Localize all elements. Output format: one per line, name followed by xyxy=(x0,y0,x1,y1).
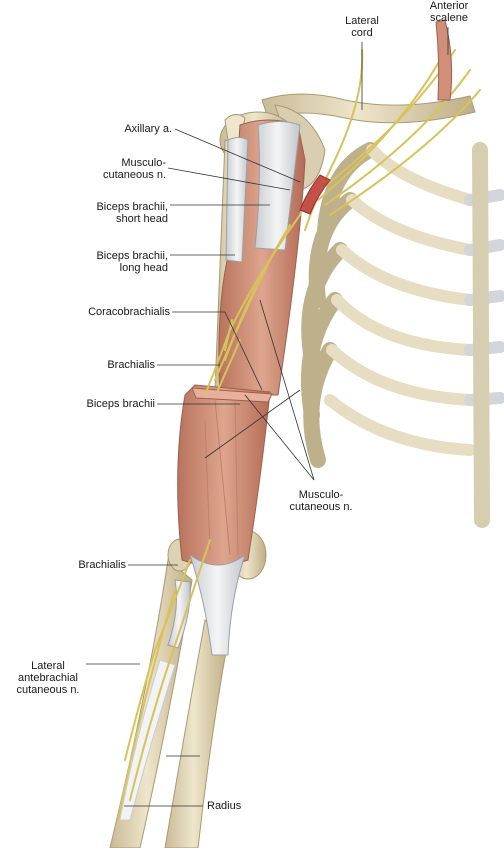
label-lateral-cord: Lateral cord xyxy=(345,15,379,39)
label-brachialis-lower: Brachialis xyxy=(78,559,126,571)
label-musculocutaneous-nerve-upper: Musculo- cutaneous n. xyxy=(103,157,166,181)
nerves xyxy=(117,49,481,821)
label-musculocutaneous-nerve-lower: Musculo- cutaneous n. xyxy=(289,489,353,513)
label-lateral-antebrachial-cutaneous-nerve: Lateral antebrachial cutaneous n. xyxy=(16,660,80,696)
label-radius: Radius xyxy=(207,800,242,812)
label-biceps-long-head: Biceps brachii, long head xyxy=(96,250,168,274)
tendons xyxy=(167,121,301,656)
label-biceps-short-head: Biceps brachii, short head xyxy=(96,201,168,225)
label-brachialis-upper: Brachialis xyxy=(107,359,155,371)
clavicle xyxy=(261,93,476,124)
rib-cage xyxy=(300,142,504,528)
leader-lines xyxy=(86,27,449,807)
label-coracobrachialis: Coracobrachialis xyxy=(88,306,170,318)
label-axillary-artery: Axillary a. xyxy=(124,123,172,135)
label-biceps-brachii: Biceps brachii xyxy=(86,398,155,410)
anterior-scalene-muscle xyxy=(435,19,453,101)
label-anterior-scalene: Anterior scalene xyxy=(429,0,469,24)
axillary-artery xyxy=(299,174,331,215)
